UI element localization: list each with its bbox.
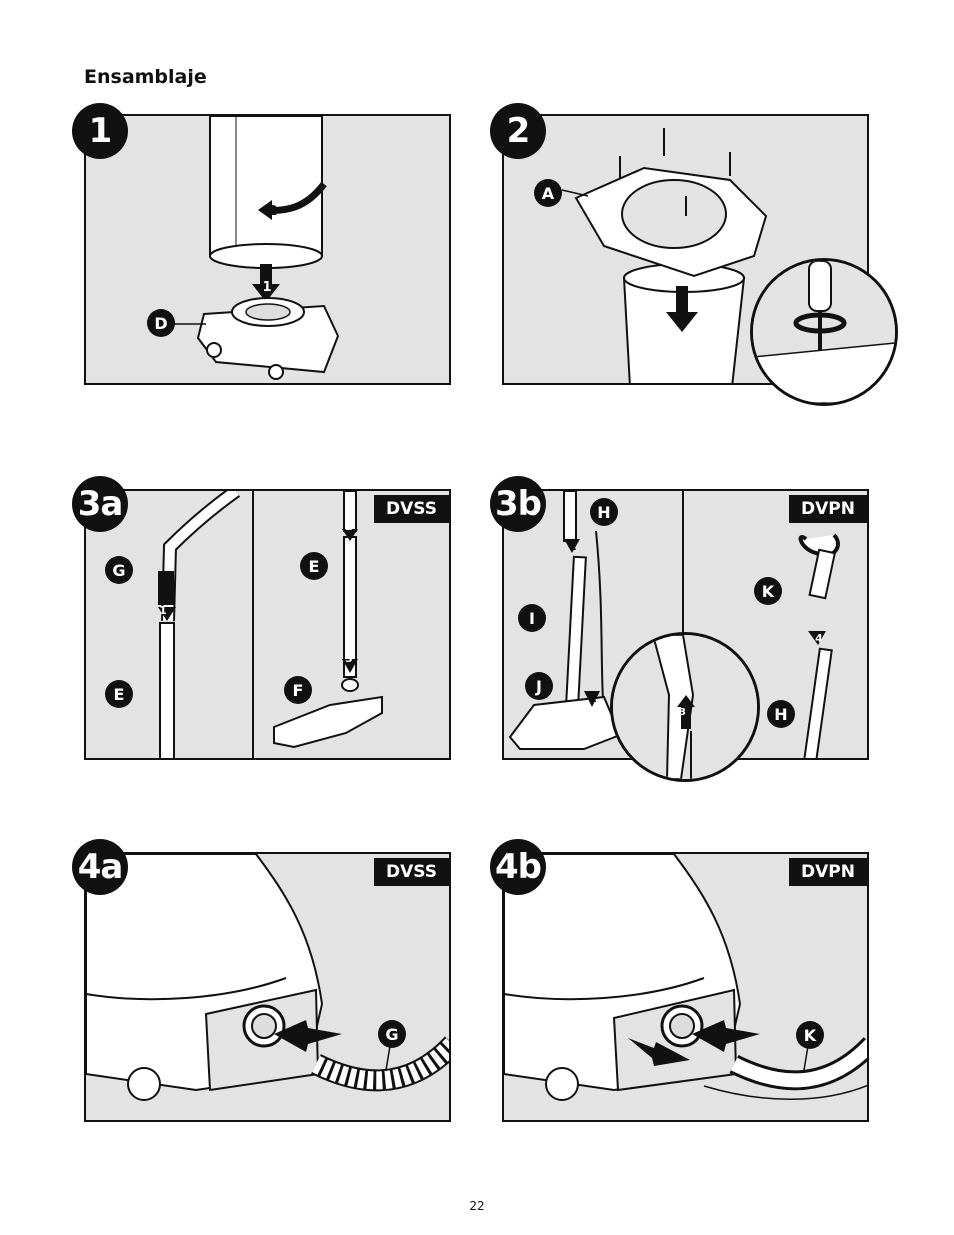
step-3b-panel: 2 1 4 H I J K H DVPN	[502, 489, 869, 760]
label-g: G	[378, 1020, 406, 1048]
step-4b-badge: 4b	[490, 839, 546, 895]
arrow-number-4: 4	[815, 631, 823, 645]
model-tag-dvss: DVSS	[374, 858, 449, 886]
panel-divider	[682, 491, 684, 758]
step-2-badge: 2	[490, 103, 546, 159]
label-f: F	[284, 676, 312, 704]
arrow-number-3: 3	[679, 707, 686, 718]
arrow-number-1: 1	[589, 691, 597, 705]
label-g: G	[105, 556, 133, 584]
label-h-top: H	[590, 498, 618, 526]
step-1-illustration	[174, 116, 340, 380]
arrow-number-1: 1	[159, 603, 167, 617]
step-3b-badge: 3b	[490, 476, 546, 532]
arrow-number-3: 3	[345, 651, 353, 665]
label-h-bottom: H	[767, 700, 795, 728]
arrow-number-2: 2	[345, 519, 353, 533]
step-1-panel: 2 1 D	[84, 114, 451, 385]
model-tag-dvpn: DVPN	[789, 858, 867, 886]
cord-plug-icon	[613, 635, 757, 779]
step-2-illustration	[561, 128, 768, 383]
step-2-panel: A	[502, 114, 869, 385]
label-d: D	[147, 309, 175, 337]
label-k: K	[754, 577, 782, 605]
screwdriver-icon	[753, 261, 895, 403]
step-3b-illustration	[508, 491, 840, 758]
screw-detail-magnifier	[750, 258, 898, 406]
cord-detail-magnifier: 3	[610, 632, 760, 782]
arrow-number-2: 2	[569, 539, 577, 553]
step-3a-illustration	[158, 491, 383, 758]
label-e-right: E	[300, 552, 328, 580]
label-a: A	[534, 179, 562, 207]
page-number: 22	[469, 1199, 485, 1213]
label-e-left: E	[105, 680, 133, 708]
label-k: K	[796, 1021, 824, 1049]
step-4a-badge: 4a	[72, 839, 128, 895]
model-tag-dvpn: DVPN	[789, 495, 867, 523]
step-3a-panel: 1 2 3 G E E F DVSS	[84, 489, 451, 760]
step-3a-badge: 3a	[72, 476, 128, 532]
section-heading: Ensamblaje	[84, 66, 207, 88]
arrow-number-2: 2	[268, 203, 278, 219]
step-1-badge: 1	[72, 103, 128, 159]
step-4b-panel: K DVPN	[502, 852, 869, 1122]
step-4b-illustration	[504, 854, 867, 1101]
step-4a-panel: G DVSS	[84, 852, 451, 1122]
step-4a-illustration	[86, 854, 449, 1101]
label-j: J	[525, 672, 553, 700]
label-i: I	[518, 604, 546, 632]
panel-divider	[252, 491, 254, 758]
model-tag-dvss: DVSS	[374, 495, 449, 523]
arrow-number-1: 1	[262, 279, 272, 295]
